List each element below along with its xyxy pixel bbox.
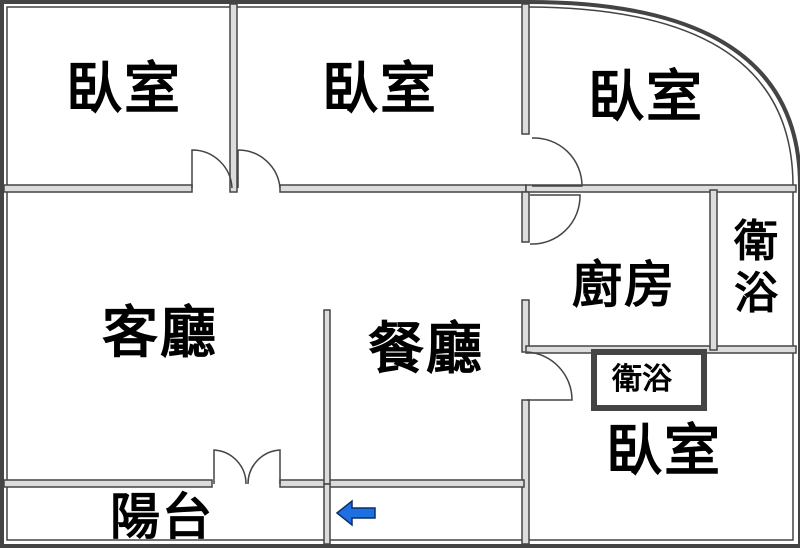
room-label-bedroom-bottom-right: 臥室: [606, 419, 722, 484]
room-label-bedroom-top-mid: 臥室: [322, 57, 438, 122]
left-arrow-icon: [335, 499, 376, 527]
room-label-bathroom-small: 衛浴: [612, 362, 672, 397]
room-label-living-room: 客廳: [102, 301, 218, 366]
room-label-bedroom-top-right: 臥室: [588, 65, 704, 130]
room-label-kitchen: 廚房: [572, 256, 676, 314]
room-label-bedroom-top-left: 臥室: [66, 57, 182, 122]
room-label-bathroom-right: 衛浴: [734, 216, 778, 319]
room-label-dining-room: 餐廳: [368, 317, 484, 382]
doors: [191, 137, 583, 485]
room-label-balcony: 陽台: [110, 488, 214, 546]
